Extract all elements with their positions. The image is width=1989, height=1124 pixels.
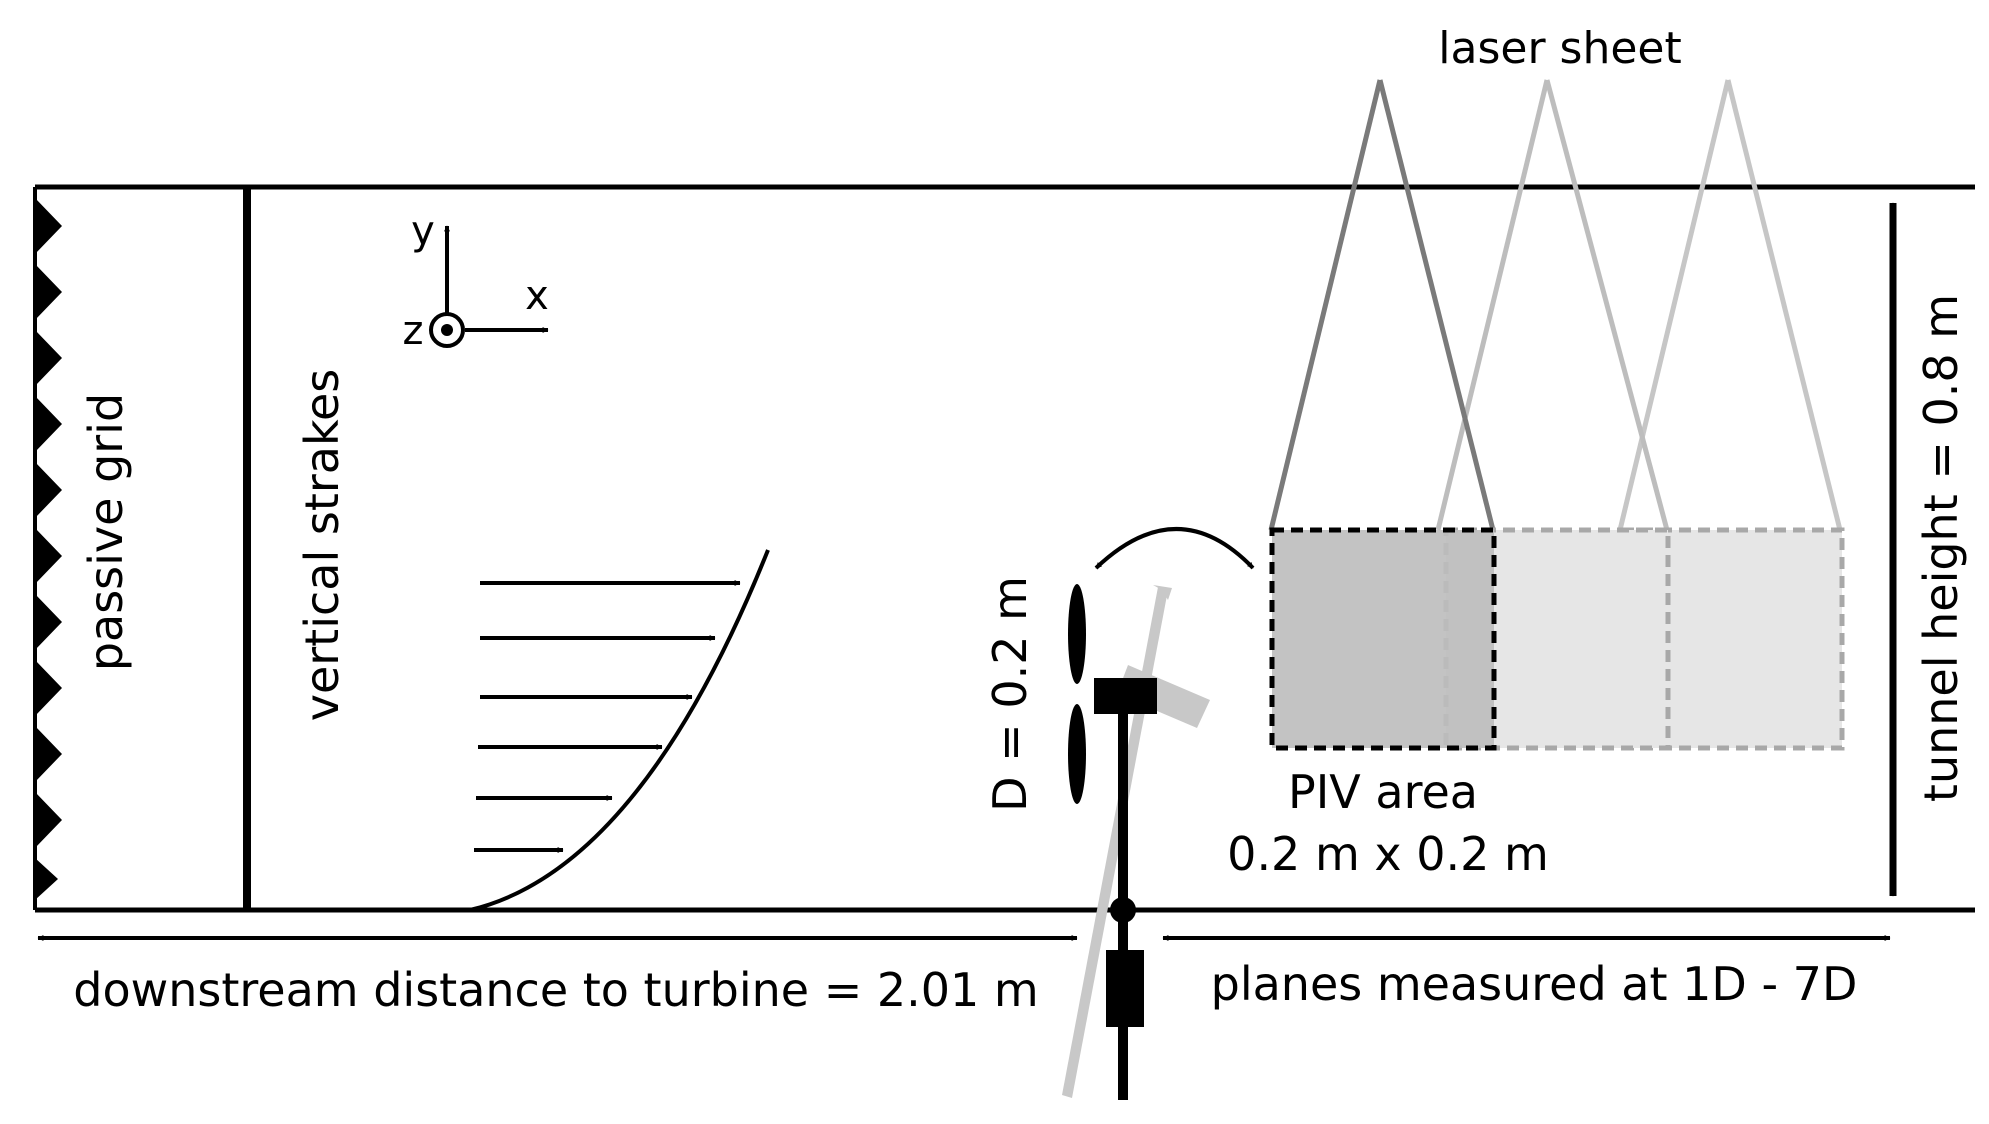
velocity-profile-arrows	[474, 580, 741, 853]
piv-area-1	[1269, 527, 1497, 751]
velocity-profile-curve	[469, 549, 770, 912]
rotor-diameter-label: D = 0.2 m	[983, 576, 1037, 812]
coordinate-axes	[429, 225, 549, 348]
laser-sheet-1	[1268, 79, 1496, 531]
yaw-double-arrow	[1094, 527, 1255, 570]
x-axis-label: x	[525, 273, 549, 319]
passive-grid-label: passive grid	[79, 393, 133, 671]
tunnel-height-label: tunnel height = 0.8 m	[1914, 294, 1968, 802]
piv-size-label: 0.2 m x 0.2 m	[1227, 827, 1549, 881]
passive-grid-teeth	[35, 198, 62, 900]
planes-measured-label: planes measured at 1D - 7D	[1211, 957, 1858, 1011]
vertical-strakes-label: vertical strakes	[295, 369, 349, 722]
laser-sheet-2	[1435, 79, 1670, 531]
laser-sheet-3	[1617, 79, 1843, 531]
y-axis-label: y	[411, 208, 435, 254]
downstream-distance-label: downstream distance to turbine = 2.01 m	[73, 963, 1038, 1017]
piv-area-label: PIV area	[1288, 765, 1478, 819]
wind-turbine	[1068, 584, 1157, 1100]
laser-sheet-label: laser sheet	[1438, 23, 1681, 74]
z-axis-label: z	[403, 308, 424, 354]
